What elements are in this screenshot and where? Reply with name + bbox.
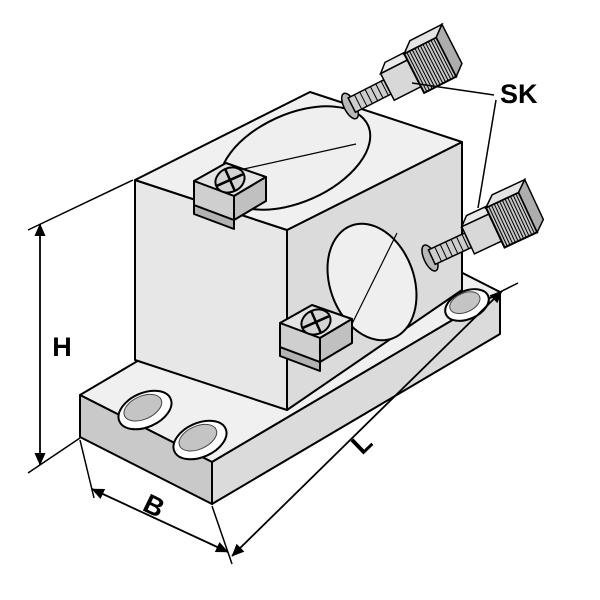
dimension-label-h: H (52, 332, 72, 362)
extension-line (27, 437, 81, 474)
base-hole-1 (117, 389, 173, 431)
screw-callout: SK (411, 79, 538, 209)
base-hole-2 (172, 419, 228, 461)
dimension-height: H (27, 179, 134, 474)
bore-top-split-line (234, 143, 357, 172)
upper-clamp-right-face (233, 176, 267, 221)
extension-line (27, 179, 134, 231)
upper-clamp-screw-head (214, 166, 246, 194)
upper-clamp-claw (193, 162, 267, 230)
dimension-line-b (91, 488, 229, 553)
leader-line (411, 82, 495, 96)
leader-line (477, 99, 497, 209)
extension-line (79, 439, 95, 499)
screw-callout-label: SK (500, 79, 538, 109)
dimension-line-l (231, 290, 503, 557)
